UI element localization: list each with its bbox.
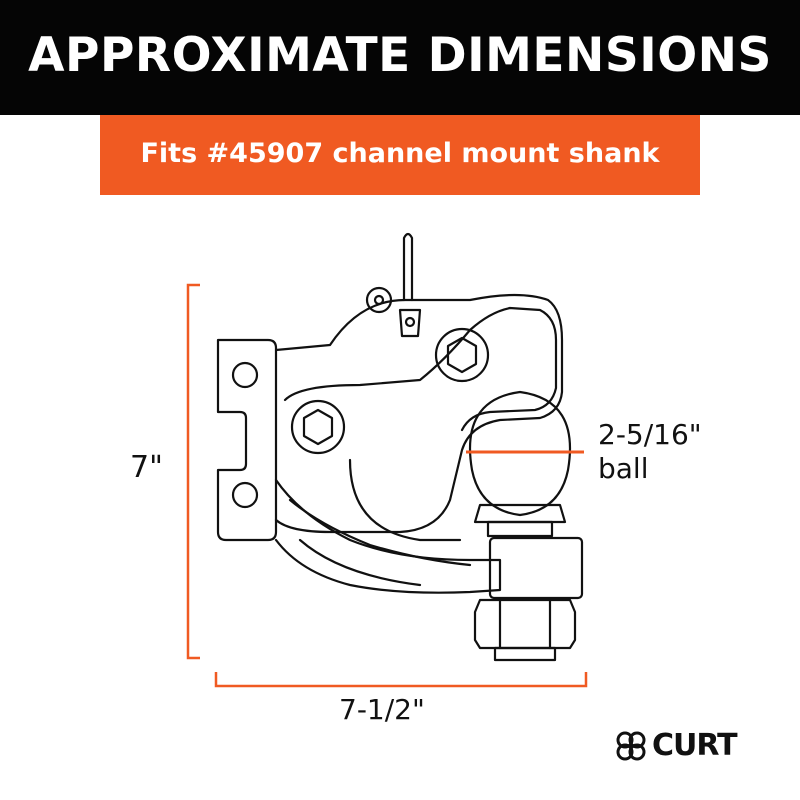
cotter-pin (402, 232, 414, 302)
ball-base (488, 536, 584, 600)
subtitle-bar-bg (100, 115, 700, 195)
latch-pin (365, 286, 393, 314)
mount-hole-bottom (231, 481, 259, 509)
bolt-right (434, 327, 490, 383)
hitch-ball (468, 390, 572, 538)
subtitle-text: Fits #45907 channel mount shank (140, 137, 660, 169)
ball-size-text: 2-5/16" (598, 418, 702, 451)
brand-logo: CURT (614, 728, 738, 763)
ball-word-text: ball (598, 452, 649, 485)
brand-name: CURT (652, 728, 738, 763)
hook-jaw (274, 478, 502, 594)
bolt-left (290, 399, 346, 455)
ball-nut (473, 598, 577, 650)
mount-hole-top (231, 361, 259, 389)
lock-tab (398, 308, 422, 338)
mount-plate (216, 338, 278, 542)
subtitle-bar-text-layer: Fits #45907 channel mount shank (100, 115, 700, 195)
header-bar: APPROXIMATE DIMENSIONS (0, 0, 800, 115)
pintle-body (274, 293, 564, 534)
height-dimension-line (186, 283, 200, 660)
page-title: APPROXIMATE DIMENSIONS (28, 28, 772, 83)
width-dimension-label: 7-1/2" (339, 693, 425, 726)
latch-arm (283, 306, 558, 432)
curt-chain-link-icon (616, 731, 646, 760)
width-dimension-line (214, 672, 588, 688)
ball-dimension-label: 2-5/16" ball (598, 418, 702, 486)
height-dimension-label: 7" (130, 450, 163, 485)
